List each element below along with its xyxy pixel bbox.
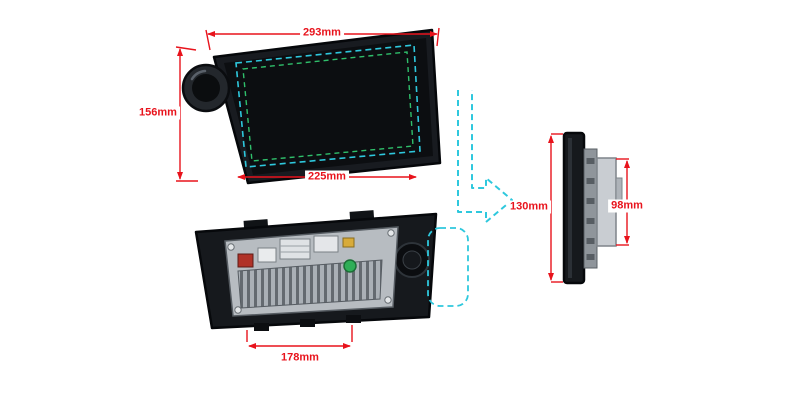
panel-screw-tl (227, 243, 235, 251)
panel-screw-tr (387, 229, 395, 237)
highlight-arrow-icon (457, 90, 513, 223)
panel-screw-br (384, 296, 392, 304)
side-screen-highlight (568, 138, 572, 278)
front-view (181, 28, 442, 185)
bottom-tab-3 (346, 315, 361, 323)
screen-outline-green (242, 51, 414, 162)
rear-highlight-outline (427, 227, 469, 307)
side-height-dimension-line (548, 133, 563, 283)
bottom-tab-2 (300, 319, 315, 327)
mounting-sleeve (583, 148, 598, 269)
front-height-dimension-line (175, 46, 198, 182)
volume-knob-cap (192, 74, 220, 102)
harness-connector-main (279, 238, 311, 260)
heatsink-fins (237, 259, 383, 309)
rear-knob-housing-inner (402, 250, 422, 270)
knob-highlight (190, 69, 207, 81)
panel-screw-bl (234, 306, 242, 314)
front-width-label: 293mm (300, 26, 344, 40)
bottom-tab-1 (254, 323, 269, 331)
screen-width-label: 225mm (305, 170, 349, 184)
screen-outline-cyan (235, 44, 421, 168)
front-bezel (224, 38, 433, 175)
power-connector (237, 253, 254, 268)
side-screen-edge (562, 131, 586, 285)
sleeve-slots (586, 158, 595, 260)
harness-connector-small (257, 247, 277, 263)
side-view (562, 131, 623, 285)
rear-width-dimension-line (246, 325, 353, 349)
harness-connector-right (313, 235, 339, 253)
antenna-port (343, 259, 357, 273)
rear-width-label: 178mm (278, 351, 322, 365)
chassis-height-label: 98mm (608, 199, 646, 213)
rear-view (194, 210, 469, 331)
side-height-label: 130mm (507, 200, 551, 214)
front-height-label: 156mm (136, 106, 180, 120)
fuse-block (342, 237, 355, 248)
